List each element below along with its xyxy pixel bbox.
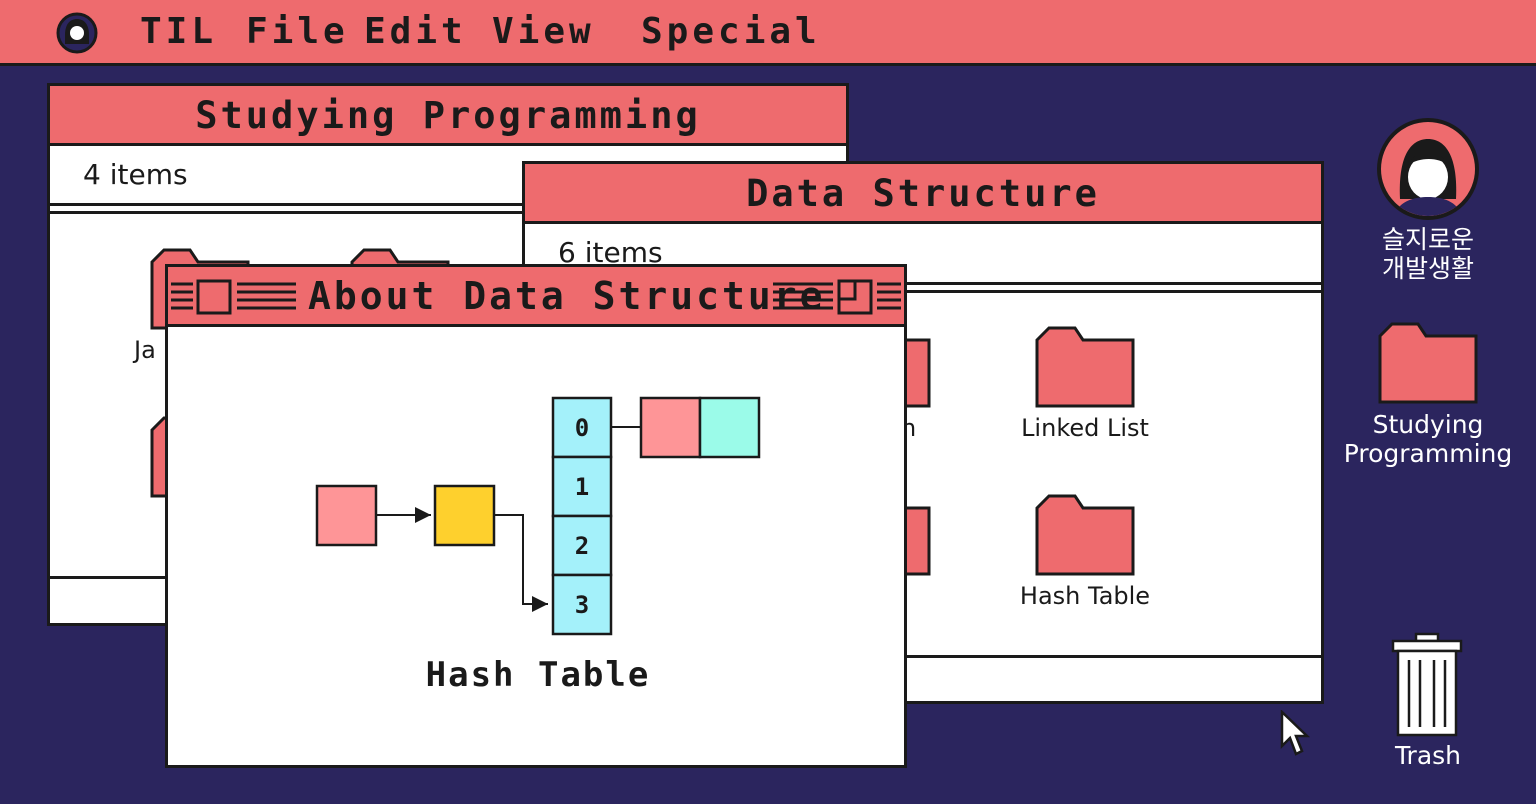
window-title: Studying Programming bbox=[195, 94, 701, 137]
close-box-icon[interactable] bbox=[171, 279, 299, 315]
diagram-caption: Hash Table bbox=[425, 655, 651, 695]
folder-icon[interactable] bbox=[1035, 326, 1135, 408]
window-about-data-structure[interactable]: About Data Structure 0 bbox=[165, 264, 907, 768]
profile-label-line2: 개발생활 bbox=[1381, 254, 1474, 283]
divider bbox=[525, 282, 1321, 285]
mouse-cursor-icon bbox=[1280, 710, 1310, 756]
entry-value-cell bbox=[698, 396, 761, 459]
window-titlebar[interactable]: Data Structure bbox=[525, 164, 1321, 224]
user-avatar-icon[interactable] bbox=[55, 11, 99, 55]
divider bbox=[50, 211, 846, 214]
menu-special[interactable]: Special bbox=[641, 11, 821, 52]
menu-file[interactable]: File bbox=[246, 11, 349, 52]
folder-label: Hash Table bbox=[1019, 582, 1151, 610]
window-titlebar[interactable]: Studying Programming bbox=[50, 86, 846, 146]
item-count: 6 items bbox=[558, 236, 663, 269]
divider bbox=[525, 655, 1321, 658]
profile-label[interactable]: 슬지로운 개발생활 bbox=[1356, 225, 1500, 283]
bucket-index: 2 bbox=[575, 532, 589, 560]
menu-edit[interactable]: Edit bbox=[364, 11, 467, 52]
menu-bar: TIL File Edit View Special bbox=[0, 0, 1536, 66]
profile-label-line1: 슬지로운 bbox=[1381, 225, 1474, 254]
desktop-folder-label[interactable]: Studying Programming bbox=[1336, 410, 1520, 468]
profile-avatar-icon[interactable] bbox=[1376, 117, 1480, 221]
folder-label-line1: Studying bbox=[1372, 410, 1484, 439]
bucket-array bbox=[551, 396, 613, 636]
trash-icon[interactable] bbox=[1390, 632, 1464, 738]
window-title: Data Structure bbox=[746, 172, 1100, 215]
folder-label: Ja bbox=[134, 336, 156, 364]
trash-label[interactable]: Trash bbox=[1394, 741, 1462, 770]
entry-key-cell bbox=[639, 396, 702, 459]
folder-label-line2: Programming bbox=[1343, 439, 1513, 468]
hash-function-node bbox=[433, 484, 496, 547]
folder-icon[interactable] bbox=[1035, 494, 1135, 576]
divider bbox=[525, 290, 1321, 293]
folder-label: Linked List bbox=[1021, 414, 1149, 442]
folder-icon[interactable] bbox=[1378, 322, 1478, 404]
window-title: About Data Structure bbox=[308, 274, 826, 318]
menu-til[interactable]: TIL bbox=[140, 11, 218, 52]
bucket-index: 0 bbox=[575, 414, 589, 442]
bucket-index: 1 bbox=[575, 473, 589, 501]
bucket-index: 3 bbox=[575, 591, 589, 619]
key-node bbox=[315, 484, 378, 547]
item-count: 4 items bbox=[83, 158, 188, 191]
divider bbox=[50, 203, 846, 206]
hash-table-diagram: 0 1 2 3 bbox=[315, 396, 761, 636]
zoom-box-icon[interactable] bbox=[773, 279, 901, 315]
window-titlebar[interactable]: About Data Structure bbox=[168, 267, 904, 327]
menu-view[interactable]: View bbox=[492, 11, 595, 52]
